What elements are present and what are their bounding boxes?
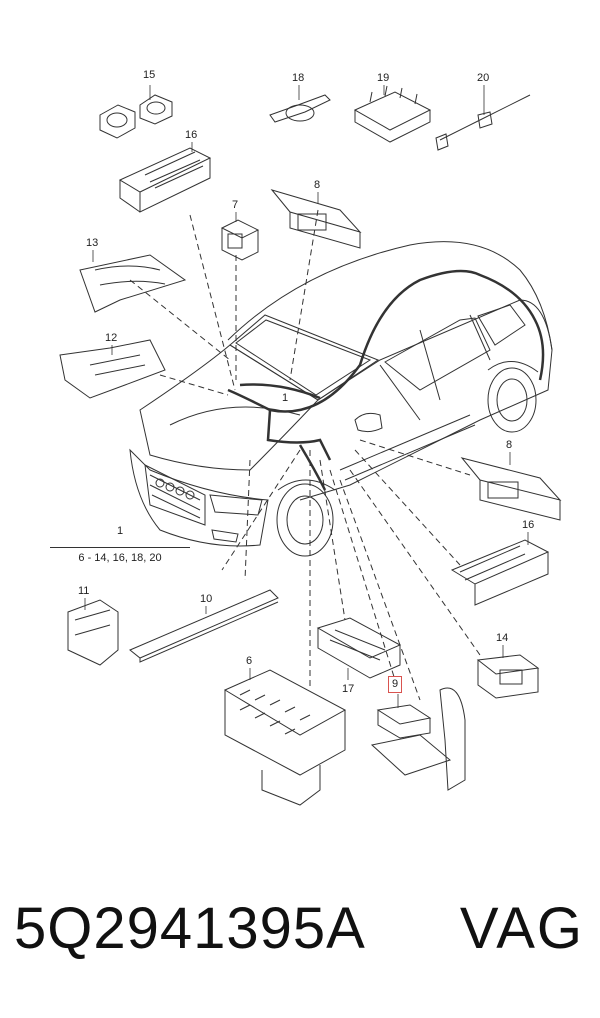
part-16-housing-top: [118, 147, 212, 213]
part-10-rail: [129, 589, 279, 663]
part-8-bracket-right: [460, 457, 562, 521]
callout-9-highlighted: 9: [388, 676, 403, 693]
callout-7: 7: [232, 199, 239, 211]
callout-18: 18: [292, 72, 305, 84]
part-20-cable-tie: [435, 94, 531, 151]
part-15-connectors: [99, 94, 173, 139]
callout-13: 13: [86, 237, 99, 249]
part-19-connector-block: [353, 85, 432, 143]
callout-1: 1: [282, 392, 289, 404]
part-13-holder: [79, 254, 187, 313]
group-label: 1 6 - 14, 16, 18, 20: [50, 525, 190, 564]
wiring-harness: [227, 269, 545, 491]
part-number: 5Q2941395A: [14, 896, 366, 961]
part-16-housing-right: [450, 539, 550, 606]
part-8-bracket-top: [270, 189, 362, 249]
brand-label: VAG: [459, 896, 584, 961]
callout-19: 19: [377, 72, 390, 84]
callout-8-right: 8: [506, 439, 513, 451]
group-number: 1: [116, 525, 124, 537]
part-7-connector: [220, 219, 260, 261]
callout-8: 8: [314, 179, 321, 191]
parts-diagram: [59, 85, 562, 806]
group-range: 6 - 14, 16, 18, 20: [50, 547, 190, 564]
footer: 5Q2941395A VAG: [0, 895, 600, 985]
part-9-relay-plate: [370, 687, 466, 791]
part-12-bracket: [59, 339, 166, 399]
callout-11: 11: [78, 585, 90, 597]
part-11-bracket: [67, 599, 119, 666]
part-18-clip: [269, 94, 331, 123]
callout-16: 16: [185, 129, 198, 141]
part-17-control-unit: [316, 617, 402, 679]
callout-10: 10: [200, 593, 213, 605]
part-14-connector: [476, 654, 540, 699]
callout-17: 17: [342, 683, 355, 695]
callout-20: 20: [477, 72, 490, 84]
callout-12: 12: [105, 332, 118, 344]
callout-6: 6: [246, 655, 253, 667]
leader-lines: [129, 209, 481, 701]
part-6-fuse-box: [223, 669, 347, 806]
callout-16-right: 16: [522, 519, 535, 531]
callout-14: 14: [496, 632, 509, 644]
car-body: [129, 241, 553, 557]
callout-15: 15: [143, 69, 156, 81]
